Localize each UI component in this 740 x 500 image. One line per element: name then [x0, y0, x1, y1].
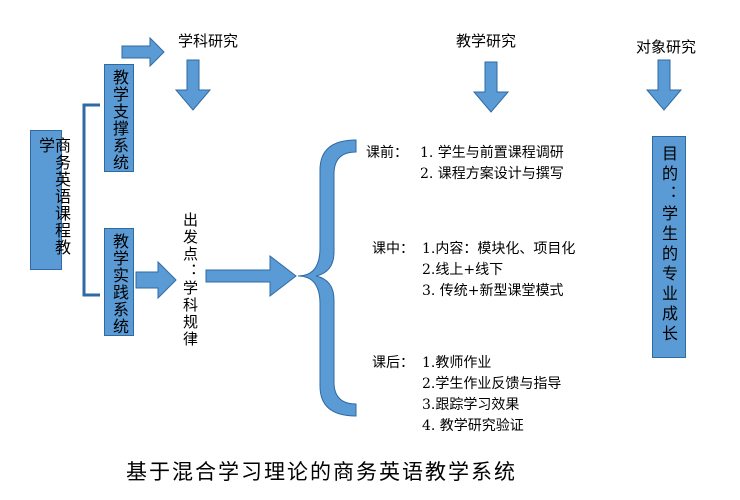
arrow-right-to-discipline	[121, 36, 165, 68]
course-teaching-box: 商务英语课程教学	[30, 130, 71, 270]
after-class-prefix: 课后：	[372, 355, 414, 371]
after-class-item: 1.教师作业	[422, 355, 492, 371]
practice-system-label: 教学实践系统	[110, 233, 129, 335]
goal-label: 目的：学生的专业成长	[659, 145, 678, 345]
starting-point-label: 出发点：学科规律	[181, 212, 199, 348]
after-class-item: 2.学生作业反馈与指导	[422, 376, 562, 392]
arrow-down-object	[645, 59, 683, 111]
object-research-label: 对象研究	[636, 38, 697, 56]
support-system-label: 教学支撑系统	[110, 69, 129, 171]
curly-brace	[297, 139, 357, 417]
left-bracket	[82, 103, 100, 297]
before-class-prefix: 课前：	[366, 145, 408, 161]
after-class-item: 3.跟踪学习效果	[422, 397, 520, 413]
during-class-item: 2.线上+线下	[422, 262, 504, 278]
arrow-right-to-brace	[205, 254, 297, 298]
arrow-down-teaching	[472, 61, 510, 113]
after-class-item: 4. 教学研究验证	[422, 418, 524, 434]
during-class-item: 1.内容：模块化、项目化	[422, 241, 576, 257]
during-class-prefix: 课中：	[372, 241, 414, 257]
before-class-item: 2. 课程方案设计与撰写	[420, 166, 564, 182]
during-class-item: 3. 传统+新型课堂模式	[422, 283, 564, 299]
arrow-right-to-starting-point	[135, 260, 177, 300]
goal-box: 目的：学生的专业成长	[652, 136, 686, 358]
course-teaching-label: 商务英语课程教学	[36, 137, 71, 256]
diagram-caption: 基于混合学习理论的商务英语教学系统	[126, 460, 517, 484]
support-system-box: 教学支撑系统	[104, 64, 134, 172]
discipline-research-label: 学科研究	[178, 32, 239, 50]
teaching-research-label: 教学研究	[456, 32, 517, 50]
before-class-item: 1. 学生与前置课程调研	[420, 145, 564, 161]
arrow-down-discipline	[174, 59, 212, 111]
practice-system-box: 教学实践系统	[104, 228, 134, 336]
